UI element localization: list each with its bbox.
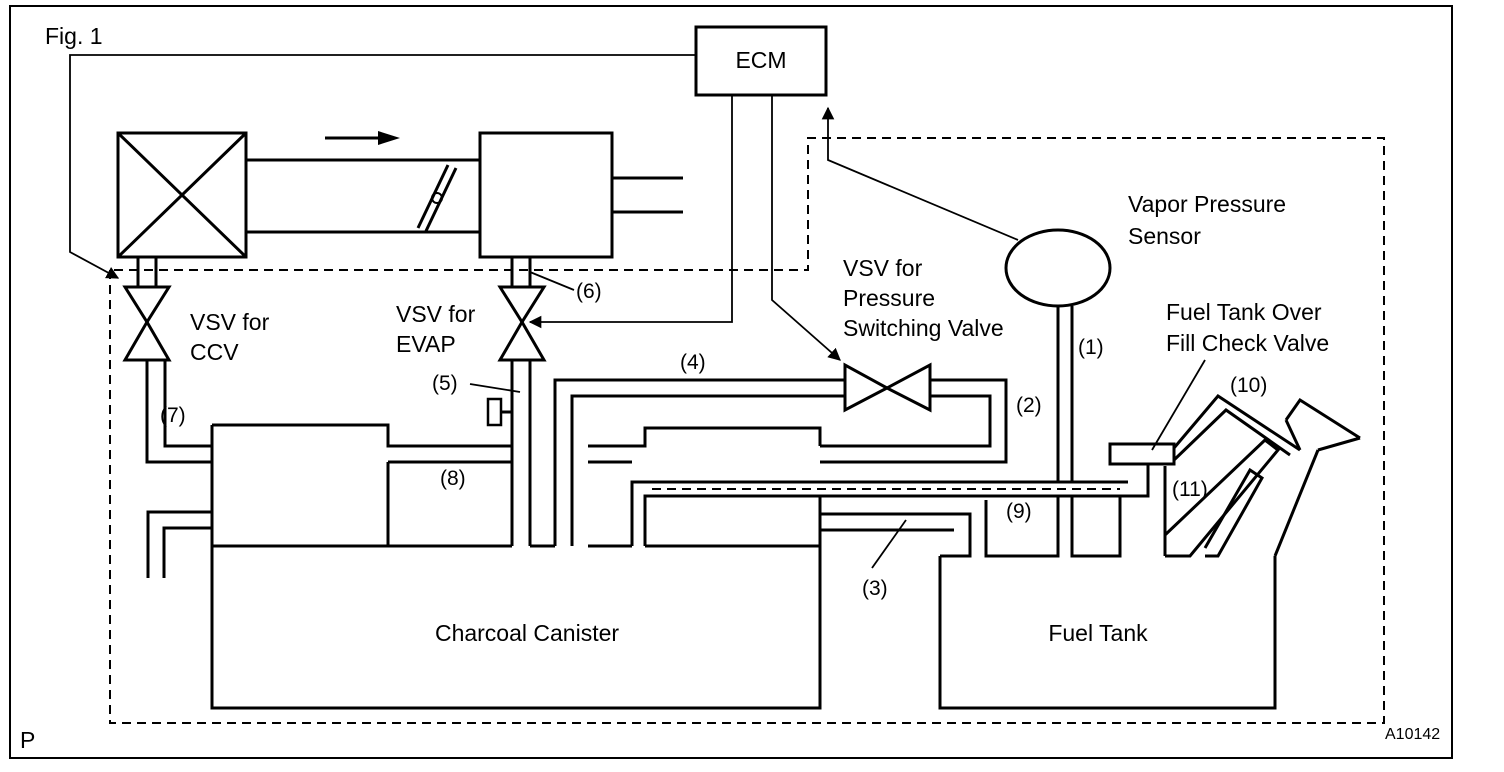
- overfill-check-valve-label-line1: Fuel Tank Over: [1166, 299, 1322, 325]
- intake-chamber: [478, 131, 683, 259]
- figure-corner-mark: P: [20, 727, 35, 753]
- ecm-label: ECM: [735, 47, 786, 73]
- port-number-11: (11): [1172, 478, 1208, 501]
- ccv-lower-pipe: [145, 360, 214, 578]
- ecm-box: [694, 25, 828, 97]
- pipe-9: [630, 460, 1150, 546]
- fuel-tank: [938, 449, 1320, 710]
- vsv-evap-label-line2: EVAP: [396, 331, 456, 357]
- vapor-pressure-sensor: [1004, 228, 1112, 482]
- vsv-ccv-valve-icon: [122, 285, 172, 362]
- throttle-valve-icon: [416, 164, 458, 232]
- pipe-4-and-2: [553, 378, 1008, 546]
- pipe-3: [818, 496, 972, 558]
- port-number-8: (8): [440, 467, 466, 490]
- vsv-pressure-switching-valve-icon: [843, 362, 932, 413]
- vsv-pressure-switching-label-line3: Switching Valve: [843, 315, 1004, 341]
- fuel-tank-label: Fuel Tank: [1048, 620, 1148, 646]
- vsv-pressure-switching-label-line2: Pressure: [843, 285, 935, 311]
- vsv-pressure-switching-label-line1: VSV for: [843, 255, 923, 281]
- port-number-9: (9): [1006, 500, 1032, 523]
- overfill-check-valve: [1108, 359, 1206, 466]
- port-number-2: (2): [1016, 394, 1042, 417]
- port-number-3: (3): [862, 577, 888, 600]
- port-number-5: (5): [432, 372, 458, 395]
- charcoal-canister: [210, 423, 822, 710]
- evap-upper-pipe: [510, 257, 532, 287]
- port-number-4: (4): [680, 351, 706, 374]
- charcoal-canister-label: Charcoal Canister: [435, 620, 619, 646]
- dashed-boundary: [109, 137, 1385, 724]
- port-number-10: (10): [1230, 374, 1267, 397]
- port-number-6: (6): [576, 280, 602, 303]
- vsv-ccv-label-line1: VSV for: [190, 309, 270, 335]
- intake-duct: [246, 158, 480, 234]
- port-leader-lines: [469, 271, 907, 569]
- vsv-ccv-label-line2: CCV: [190, 339, 239, 365]
- vapor-pressure-sensor-label-line2: Sensor: [1128, 223, 1201, 249]
- ccv-upper-pipe: [136, 257, 158, 287]
- vapor-pressure-sensor-label-line1: Vapor Pressure: [1128, 191, 1286, 217]
- port-number-1: (1): [1078, 336, 1104, 359]
- ecm-signal-lines: [69, 54, 1019, 361]
- filler-pipe: [1163, 394, 1361, 558]
- overfill-check-valve-label-line2: Fill Check Valve: [1166, 330, 1329, 356]
- vsv-evap-valve-icon: [497, 285, 547, 362]
- figure-frame: [9, 5, 1453, 759]
- port-number-7: (7): [160, 404, 186, 427]
- vsv-evap-label-line1: VSV for: [396, 301, 476, 327]
- figure-label: Fig. 1: [45, 23, 103, 49]
- air-cleaner: [116, 131, 248, 259]
- figure-code: A10142: [1385, 726, 1440, 743]
- airflow-arrow-icon: [325, 131, 400, 145]
